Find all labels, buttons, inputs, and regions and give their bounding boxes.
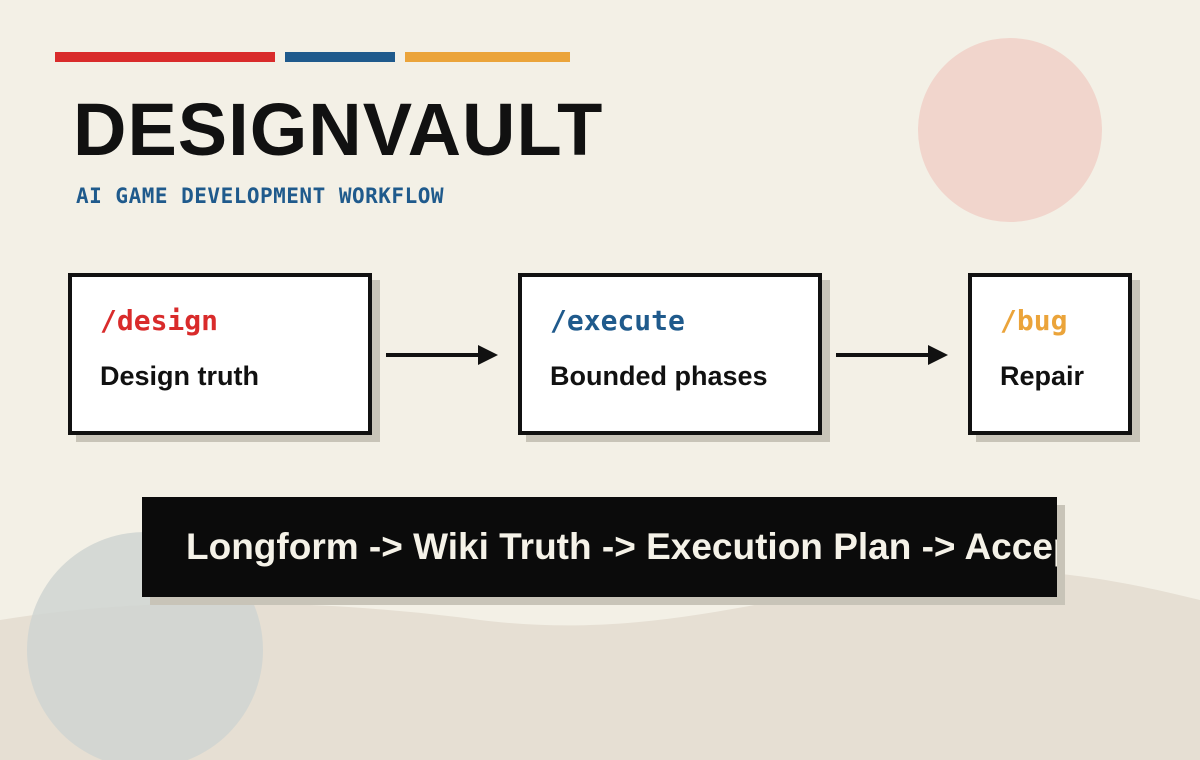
arrow-right-icon <box>836 345 948 365</box>
step-label: Repair <box>1000 361 1085 391</box>
pipeline-text: Longform -> Wiki Truth -> Execution Plan… <box>186 526 1057 567</box>
accent-stripe-red <box>55 52 275 62</box>
accent-stripe-blue <box>285 52 395 62</box>
step-card-bug: /bug Repair <box>968 273 1132 435</box>
step-label: Bounded phases <box>550 361 768 391</box>
step-command: /bug <box>1000 304 1068 337</box>
step-card-design: /design Design truth <box>68 273 372 435</box>
pipeline-banner: Longform -> Wiki Truth -> Execution Plan… <box>142 497 1057 597</box>
arrow-right-icon <box>386 345 498 365</box>
accent-stripe-amber <box>405 52 570 62</box>
page-subtitle: AI GAME DEVELOPMENT WORKFLOW <box>76 184 445 208</box>
step-command: /design <box>100 304 219 337</box>
decorative-pink-circle <box>918 38 1102 222</box>
step-command: /execute <box>550 304 685 337</box>
step-label: Design truth <box>100 361 259 391</box>
step-card-execute: /execute Bounded phases <box>518 273 822 435</box>
page-title: DESIGNVAULT <box>73 88 604 171</box>
decorative-wave <box>0 570 1200 760</box>
